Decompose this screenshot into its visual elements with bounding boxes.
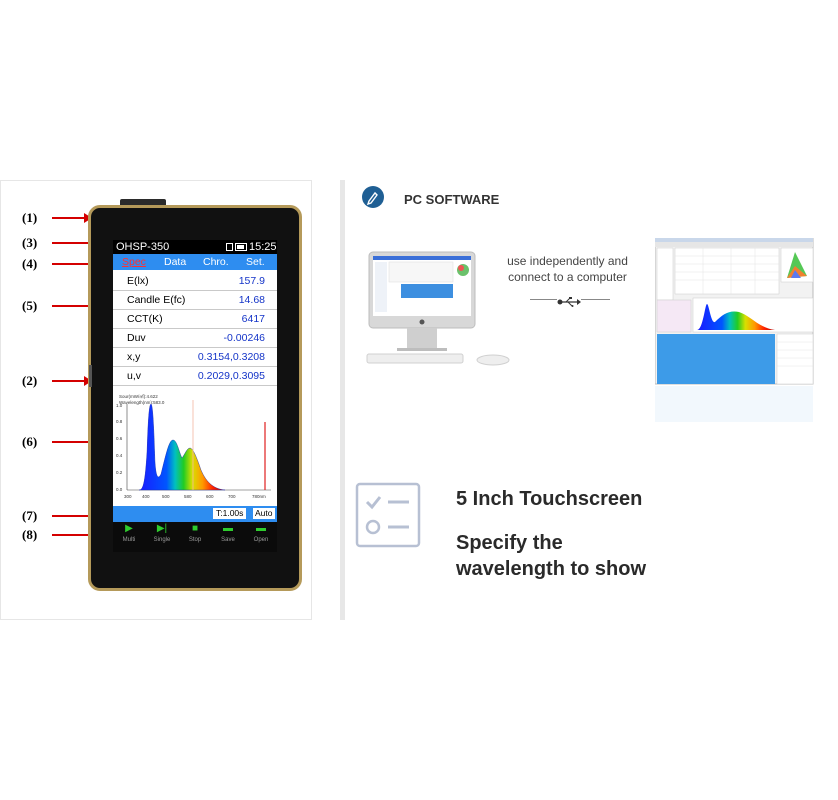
button-label: Stop xyxy=(188,537,202,543)
step-icon: ▶| xyxy=(156,523,168,534)
callout-7: (7) xyxy=(22,508,38,523)
measure-row-xy: x,y 0.3154,0.3208 xyxy=(113,348,277,367)
tab-spec[interactable]: Spec xyxy=(122,256,146,268)
sd-card-icon xyxy=(226,243,233,251)
row-value: 6417 xyxy=(241,313,265,325)
callout-5: (5) xyxy=(22,298,38,313)
connect-text-1: use independently and xyxy=(507,254,628,268)
row-value: -0.00246 xyxy=(223,332,265,344)
button-label: Multi xyxy=(122,537,136,543)
row-value: 14.68 xyxy=(238,294,265,306)
connect-text-2: connect to a computer xyxy=(508,270,627,284)
callout-3: (3) xyxy=(22,235,38,250)
callout-8: (8) xyxy=(22,527,38,542)
battery-icon xyxy=(235,243,247,251)
callout-1: (1) xyxy=(22,210,38,225)
tab-chro[interactable]: Chro. xyxy=(203,256,229,268)
callout-8-arrow xyxy=(52,534,114,536)
play-icon: ▶ xyxy=(125,523,133,534)
y-tick: 0.6 xyxy=(116,436,123,441)
measure-row-duv: Duv -0.00246 xyxy=(113,329,277,348)
row-key: Candle E(fc) xyxy=(127,294,186,306)
row-value: 0.2029,0.3095 xyxy=(197,370,265,382)
y-tick: 0.2 xyxy=(116,470,123,475)
button-label: Save xyxy=(221,537,235,543)
x-tick: 600 xyxy=(206,494,214,499)
tab-set[interactable]: Set. xyxy=(246,256,265,268)
feature-wavelength-1: Specify the xyxy=(456,532,563,554)
x-tick: 300 xyxy=(124,494,132,499)
y-tick: 0.8 xyxy=(116,419,123,424)
single-button[interactable]: ▶| Single xyxy=(146,522,178,545)
pen-icon xyxy=(362,186,384,208)
measure-row-cct: CCT(K) 6417 xyxy=(113,310,277,329)
model-name: OHSP-350 xyxy=(116,241,170,253)
software-screenshot xyxy=(655,238,814,422)
x-tick: 500 xyxy=(162,494,170,499)
x-tick: 580 xyxy=(184,494,192,499)
callout-2-arrow xyxy=(52,380,86,382)
button-bar: ▶ Multi ▶| Single ■ Stop ▬ Save ▬ Open xyxy=(113,522,277,552)
device-sensor-cap xyxy=(120,199,166,207)
usb-icon-svg xyxy=(557,297,581,307)
button-label: Single xyxy=(153,537,171,543)
measure-row-uv: u,v 0.2029,0.3095 xyxy=(113,367,277,386)
feature-wavelength-2: wavelength to show xyxy=(456,558,647,580)
row-key: Duv xyxy=(127,332,146,344)
row-key: CCT(K) xyxy=(127,313,163,325)
row-key: x,y xyxy=(127,351,141,363)
device-screen: OHSP-350 15:25 Spec Data Chro. Set. E(lx… xyxy=(113,240,277,552)
open-button[interactable]: ▬ Open xyxy=(245,522,277,545)
spectrum-legend-1: Sour(mW/㎡):4.622 xyxy=(119,393,158,399)
panel-divider xyxy=(340,180,345,620)
row-key: E(lx) xyxy=(127,275,149,287)
save-icon: ▬ xyxy=(223,523,233,534)
callout-4: (4) xyxy=(22,256,38,271)
callout-2: (2) xyxy=(22,373,38,388)
feature-touchscreen: 5 Inch Touchscreen xyxy=(456,488,643,510)
callout-1-arrow xyxy=(52,217,86,219)
y-tick: 1.0 xyxy=(116,403,123,408)
measure-row-candle: Candle E(fc) 14.68 xyxy=(113,291,277,310)
callout-6: (6) xyxy=(22,434,38,449)
y-tick: 0.4 xyxy=(116,453,123,458)
callout-4-arrow xyxy=(52,263,122,265)
usb-icon xyxy=(557,294,581,307)
measure-row-illuminance: E(lx) 157.9 xyxy=(113,272,277,291)
x-tick: 780nm xyxy=(252,494,266,499)
clock: 15:25 xyxy=(249,241,277,253)
pen-icon-svg xyxy=(366,191,378,206)
stop-icon: ■ xyxy=(191,523,199,534)
save-button[interactable]: ▬ Save xyxy=(212,522,244,545)
pc-software-title: PC SOFTWARE xyxy=(404,192,500,207)
y-tick: 0.0 xyxy=(116,487,123,492)
battery-level xyxy=(237,245,244,249)
spectrum-chart: Sour(mW/㎡):4.622 Wavelength(nm):583.0 1.… xyxy=(113,392,277,506)
button-label: Open xyxy=(253,537,269,543)
integration-time[interactable]: T:1.00s xyxy=(213,508,247,519)
folder-icon: ▬ xyxy=(256,523,266,534)
row-key: u,v xyxy=(127,370,142,382)
row-value: 0.3154,0.3208 xyxy=(197,351,265,363)
tab-data[interactable]: Data xyxy=(164,256,187,268)
checklist-icon xyxy=(355,482,421,548)
x-tick: 400 xyxy=(142,494,150,499)
row-value: 157.9 xyxy=(238,275,265,287)
stop-button[interactable]: ■ Stop xyxy=(179,522,211,545)
multi-button[interactable]: ▶ Multi xyxy=(113,522,145,545)
tab-bar: Spec Data Chro. Set. xyxy=(113,254,277,270)
side-button[interactable] xyxy=(89,365,92,387)
spectrum-legend-2: Wavelength(nm):583.0 xyxy=(119,400,165,405)
status-bar: OHSP-350 15:25 xyxy=(113,240,277,254)
auto-mode[interactable]: Auto xyxy=(253,508,275,519)
spectrum-svg: Sour(mW/㎡):4.622 Wavelength(nm):583.0 1.… xyxy=(116,393,271,499)
callout-7-arrow xyxy=(52,515,114,517)
x-tick: 700 xyxy=(228,494,236,499)
callout-3-arrow xyxy=(52,242,110,244)
callout-6-arrow xyxy=(52,441,114,443)
callout-5-arrow xyxy=(52,305,114,307)
imac-illustration xyxy=(366,251,510,366)
info-bar: T:1.00s Auto xyxy=(113,506,277,522)
spectrum-curve xyxy=(138,403,226,491)
